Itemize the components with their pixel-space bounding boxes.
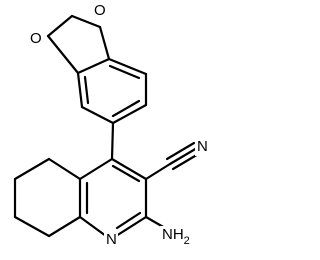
double-bond-inner xyxy=(111,164,141,183)
bond-aryl-link xyxy=(110,121,115,161)
bond xyxy=(78,215,108,238)
bond xyxy=(111,103,148,125)
nitrogen-label: N xyxy=(106,231,117,248)
atom-n-nitrile: N xyxy=(195,138,210,156)
bond xyxy=(114,215,148,238)
atom-n-ring: N xyxy=(104,230,118,248)
bond xyxy=(76,57,111,75)
bond xyxy=(46,14,74,38)
nitrile-group xyxy=(144,141,202,181)
double-bond-inner xyxy=(115,211,142,230)
atom-amino: NH2 xyxy=(160,226,198,248)
benzene-ring xyxy=(76,57,148,125)
bond xyxy=(13,157,51,181)
double-bond-inner xyxy=(108,64,141,80)
bond xyxy=(98,25,111,61)
dioxole-ring xyxy=(46,14,111,75)
amino-subscript: 2 xyxy=(184,235,190,247)
oxygen-label: O xyxy=(94,2,106,19)
triple-bond-line xyxy=(168,146,199,166)
cyclohexane-ring xyxy=(13,157,82,238)
amino-label: NH2 xyxy=(162,226,190,247)
amino-nh: NH xyxy=(162,226,184,243)
nitrogen-label: N xyxy=(197,138,208,155)
bond xyxy=(70,14,102,29)
atom-o2: O xyxy=(28,29,43,47)
bond xyxy=(78,157,114,181)
triple-bond-line xyxy=(165,141,196,161)
oxygen-label: O xyxy=(30,30,42,47)
bond xyxy=(47,215,82,238)
bond xyxy=(144,162,172,181)
pyridine-ring xyxy=(78,157,148,238)
bond xyxy=(107,57,148,76)
bond xyxy=(47,157,82,181)
bond xyxy=(80,105,115,125)
double-bond-inner xyxy=(83,75,90,105)
atom-o1: O xyxy=(92,2,107,20)
chemical-structure: O O N N NH2 xyxy=(13,1,210,248)
bond xyxy=(46,34,80,75)
double-bond-inner xyxy=(111,99,141,118)
bond xyxy=(13,215,51,238)
bond xyxy=(76,71,84,109)
bond xyxy=(110,157,148,181)
